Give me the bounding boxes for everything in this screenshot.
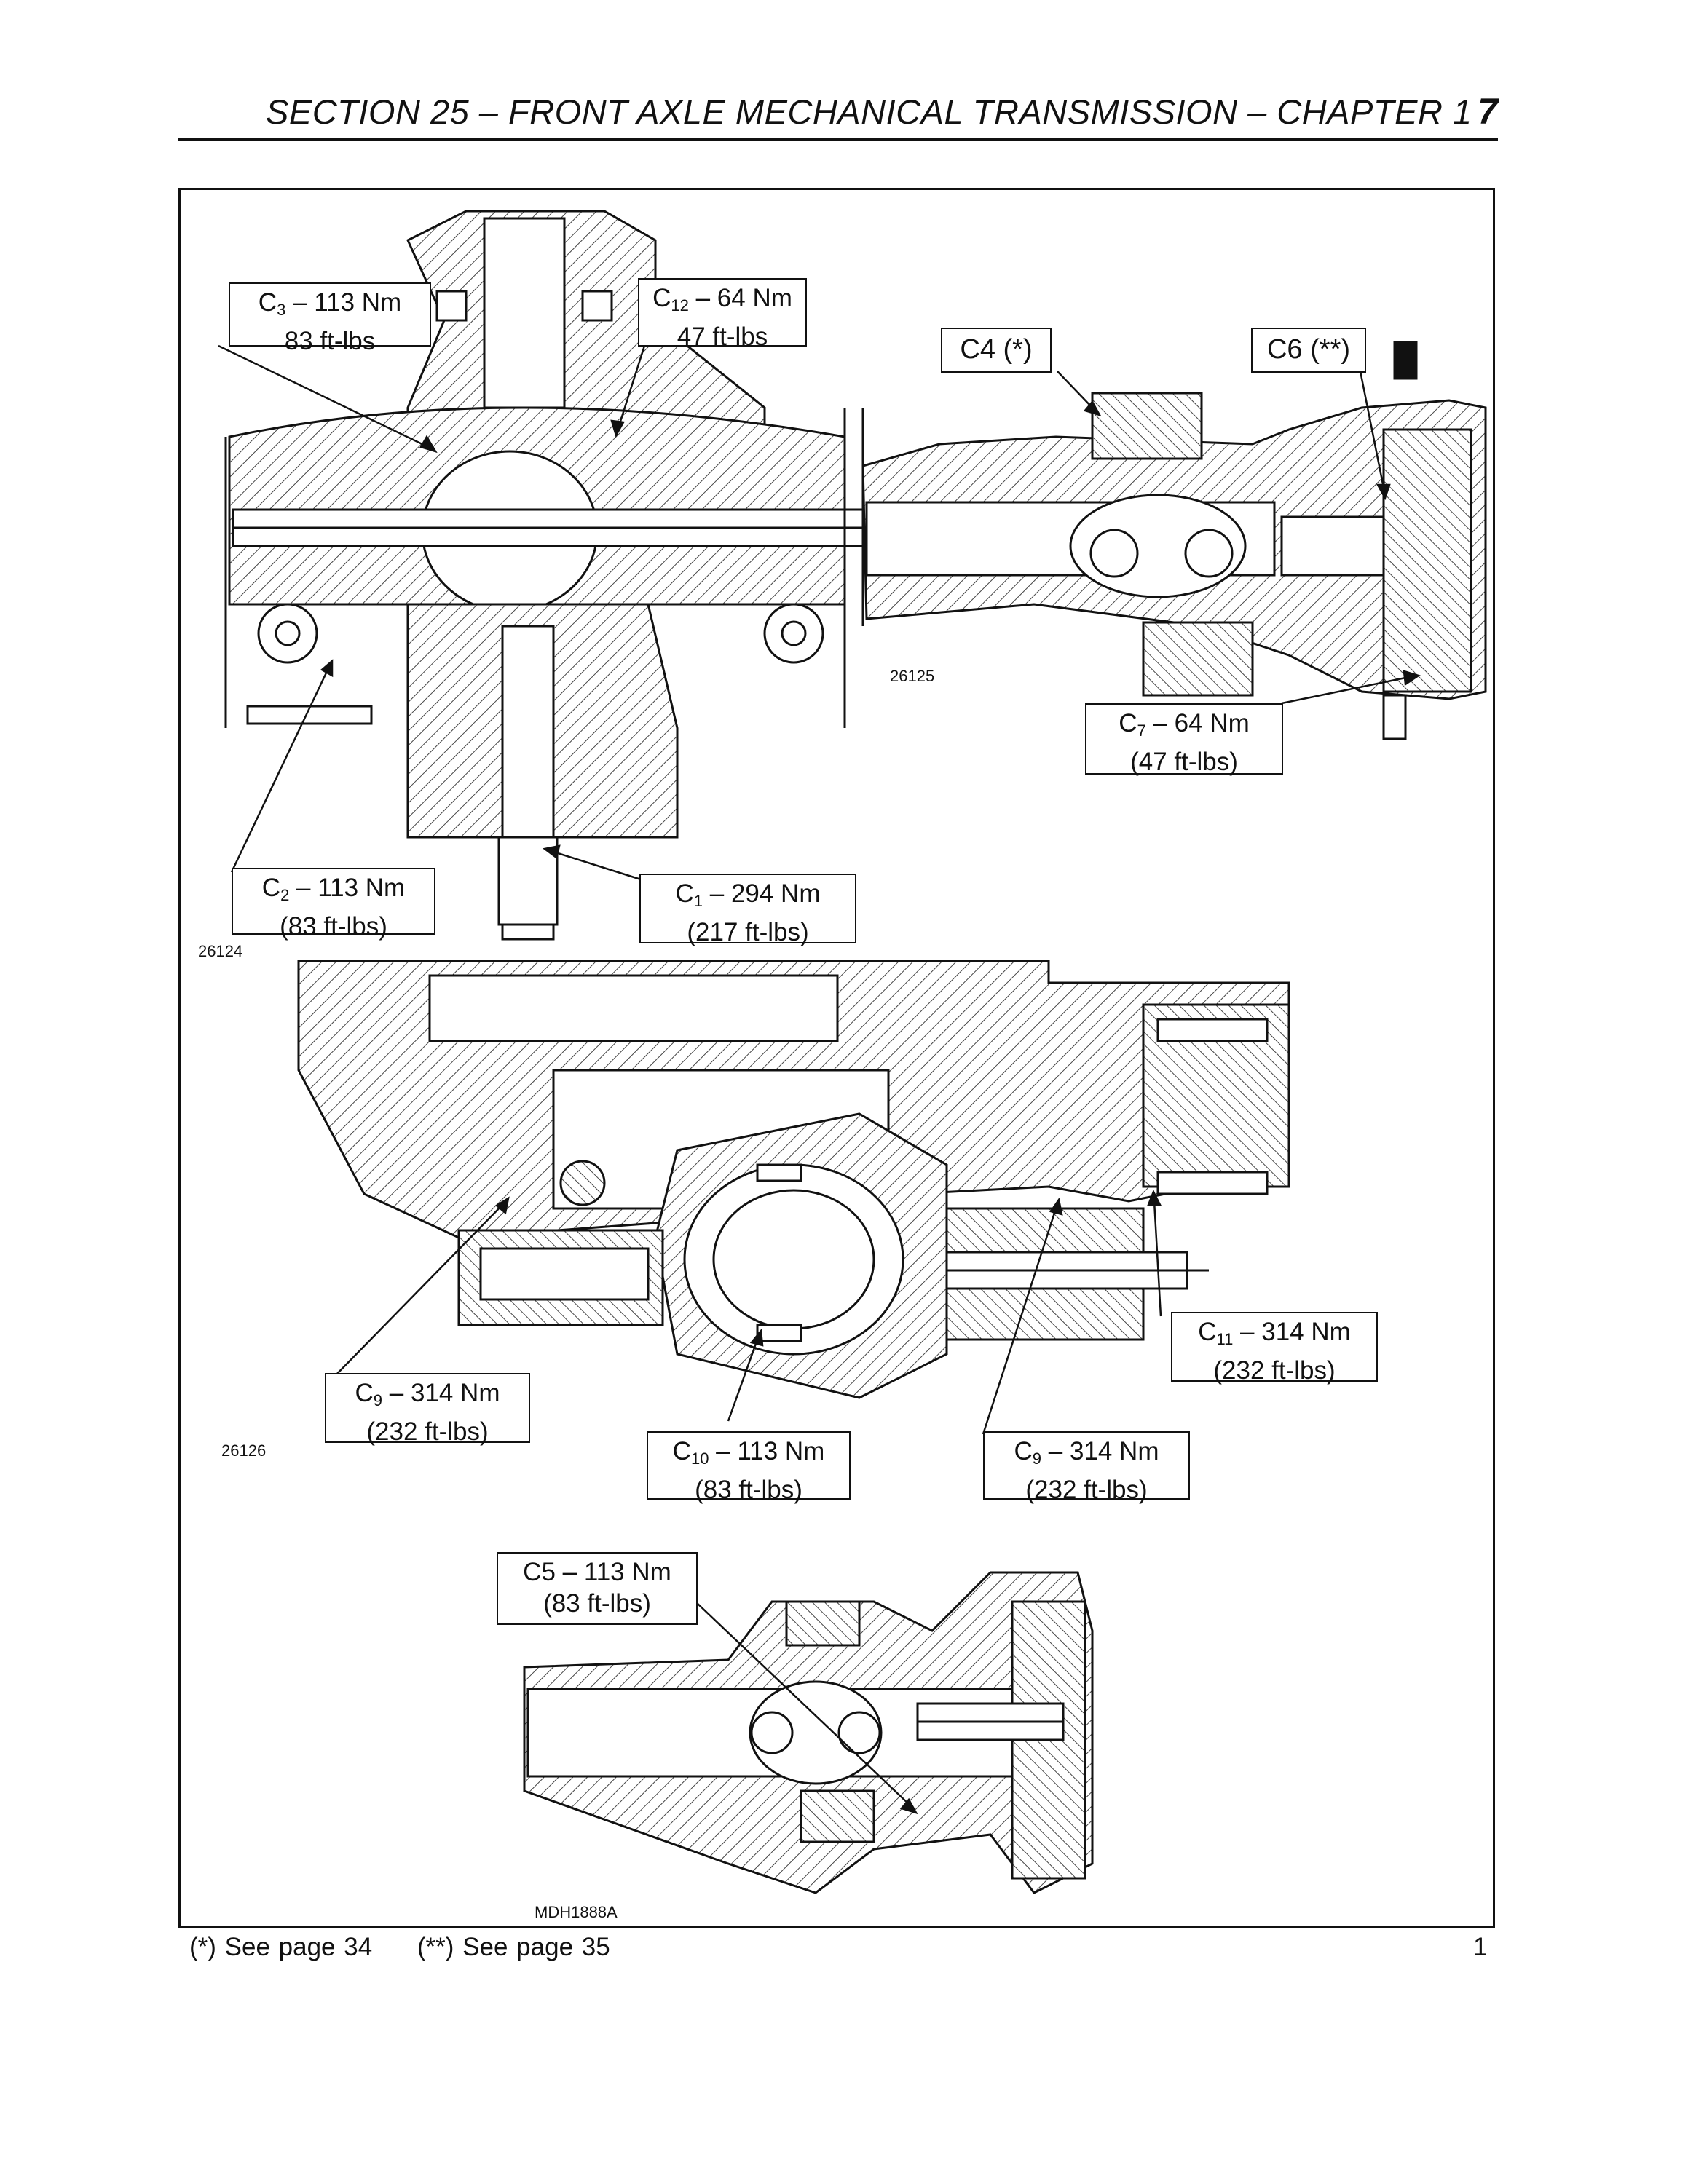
callout-c9-left-sub: 9 (373, 1391, 383, 1409)
figure-number-26124: 26124 (198, 942, 243, 960)
callout-c12-code: C (652, 284, 671, 312)
callout-c2-code: C (261, 874, 281, 902)
callout-c10-code: C (672, 1437, 691, 1465)
callout-c10-imperial: (83 ft-lbs) (695, 1476, 802, 1504)
callout-c6: C6 (**) (1251, 328, 1366, 373)
callout-c2-sub: 2 (280, 886, 290, 904)
callout-c1-torque: 294 Nm (730, 879, 821, 908)
callout-c3-sub: 3 (277, 301, 286, 319)
callout-c5-code: C5 (523, 1558, 556, 1586)
callout-c2: C2 – 113 Nm (83 ft-lbs) (232, 868, 435, 941)
differential-section-drawing (224, 210, 868, 941)
callout-c5-torque: 113 Nm (583, 1558, 671, 1586)
callout-c10-torque: 113 Nm (737, 1437, 825, 1465)
leader-lines (218, 344, 1421, 1815)
callout-c11-sub: 11 (1216, 1330, 1234, 1348)
callout-c9-right-code: C (1014, 1437, 1033, 1465)
callout-c7-code: C (1119, 709, 1137, 737)
section-title: SECTION 25 – FRONT AXLE MECHANICAL TRANS… (266, 92, 1472, 131)
callout-c7-imperial: (47 ft-lbs) (1130, 748, 1238, 776)
callout-c2-torque: 113 Nm (318, 874, 406, 902)
callout-c4: C4 (*) (941, 328, 1052, 373)
hub-section-drawing (861, 341, 1487, 740)
page-number: 7 (1478, 91, 1498, 132)
steering-hub-section-drawing (523, 1571, 1094, 1894)
callout-c6-code: C6 (1266, 334, 1303, 365)
callout-c11-code: C (1198, 1318, 1217, 1346)
callout-c1-code: C (675, 879, 694, 908)
figure-frame (178, 188, 1495, 1928)
callout-c1: C1 – 294 Nm (217 ft-lbs) (639, 874, 856, 946)
callout-c7-torque: 64 Nm (1174, 709, 1250, 737)
callout-c9-left: C9 – 314 Nm (232 ft-lbs) (325, 1373, 530, 1446)
callout-c5-imperial: (83 ft-lbs) (543, 1589, 651, 1618)
callout-c3: C3 – 113 Nm 83 ft-lbs (229, 282, 431, 355)
figure-reference-number: 1 (1473, 1933, 1488, 1961)
callout-c11: C11 – 314 Nm (232 ft-lbs) (1171, 1312, 1378, 1385)
callout-c7-sub: 7 (1137, 721, 1146, 740)
callout-c9-left-torque: 314 Nm (410, 1379, 500, 1407)
callout-c7: C7 – 64 Nm (47 ft-lbs) (1085, 703, 1283, 776)
callout-c12-sub: 12 (671, 296, 689, 314)
callout-c11-imperial: (232 ft-lbs) (1213, 1356, 1336, 1385)
callout-c3-torque: 113 Nm (314, 288, 402, 317)
callout-c12-imperial: 47 ft-lbs (677, 323, 768, 351)
header-rule (178, 138, 1498, 141)
callout-c4-code: C4 (960, 334, 995, 365)
callout-c12-torque: 64 Nm (717, 284, 792, 312)
callout-c5: C5 – 113 Nm (83 ft-lbs) (497, 1552, 698, 1625)
footer-notes: (*) See page 34 (**) See page 35 (189, 1933, 647, 1962)
callout-c9-right-imperial: (232 ft-lbs) (1025, 1476, 1148, 1504)
callout-c6-note: (**) (1310, 334, 1351, 365)
figure-number-26125: 26125 (890, 667, 935, 685)
callout-c9-left-code: C (355, 1379, 374, 1407)
callout-c4-note: (*) (1003, 334, 1033, 365)
callout-c12: C12 – 64 Nm 47 ft-lbs (638, 278, 807, 351)
callout-c2-imperial: (83 ft-lbs) (280, 912, 387, 941)
callout-c10-sub: 10 (690, 1449, 709, 1468)
axle-housing-section-drawing (297, 960, 1290, 1399)
callout-c1-imperial: (217 ft-lbs) (687, 918, 809, 946)
footer-note-page35: (**) See page 35 (417, 1933, 610, 1961)
callout-c11-torque: 314 Nm (1261, 1318, 1351, 1346)
figure-number-26126: 26126 (221, 1441, 267, 1460)
footer-note-page34: (*) See page 34 (189, 1933, 373, 1961)
callout-c9-right-sub: 9 (1032, 1449, 1042, 1468)
callout-c9-right-torque: 314 Nm (1069, 1437, 1159, 1465)
figure-number-mdh1888a: MDH1888A (535, 1903, 618, 1921)
callout-c10: C10 – 113 Nm (83 ft-lbs) (647, 1431, 851, 1504)
page-header: SECTION 25 – FRONT AXLE MECHANICAL TRANS… (178, 86, 1498, 144)
callout-c3-code: C (258, 288, 277, 317)
callout-c9-left-imperial: (232 ft-lbs) (366, 1417, 489, 1446)
callout-c9-right: C9 – 314 Nm (232 ft-lbs) (983, 1431, 1190, 1504)
callout-c1-sub: 1 (693, 892, 703, 910)
callout-c3-imperial: 83 ft-lbs (284, 327, 376, 355)
